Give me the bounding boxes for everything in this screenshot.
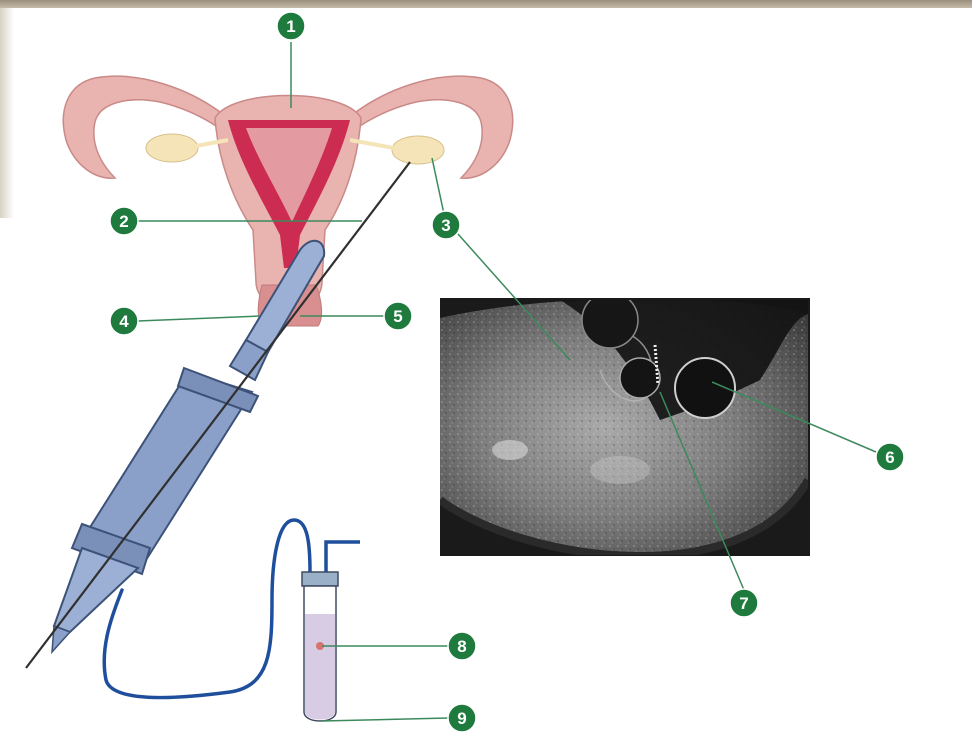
bright-echo (492, 440, 528, 460)
leader-line-3 (432, 158, 444, 214)
leader-line-4 (138, 316, 260, 321)
marker-number-cervical-canal: 2 (119, 212, 128, 231)
marker-number-follicle: 6 (885, 448, 894, 467)
tube-stopper (302, 572, 338, 586)
aspiration-needle (26, 162, 410, 668)
left-ovary (146, 134, 198, 162)
marker-number-ovary: 3 (441, 216, 450, 235)
marker-number-collection-tube: 9 (457, 709, 466, 728)
marker-number-vaginal-ultrasound-probe: 4 (119, 312, 129, 331)
follicle-2 (620, 358, 660, 398)
right-ovary (392, 136, 444, 164)
left-fallopian-tube (63, 76, 222, 178)
marker-number-vagina: 5 (393, 307, 402, 326)
marker-number-follicular-fluid: 8 (457, 637, 466, 656)
marker-number-needle-tip: 7 (739, 594, 748, 613)
follicle-3 (582, 292, 638, 348)
tube-vent-pipe (326, 542, 360, 572)
ultrasound-image (440, 292, 810, 556)
follicular-fluid (305, 614, 335, 720)
bright-echo-2 (590, 456, 650, 484)
leader-line-9 (322, 718, 448, 721)
marker-number-uterus: 1 (286, 17, 295, 36)
vaginal-ultrasound-probe (52, 241, 324, 652)
